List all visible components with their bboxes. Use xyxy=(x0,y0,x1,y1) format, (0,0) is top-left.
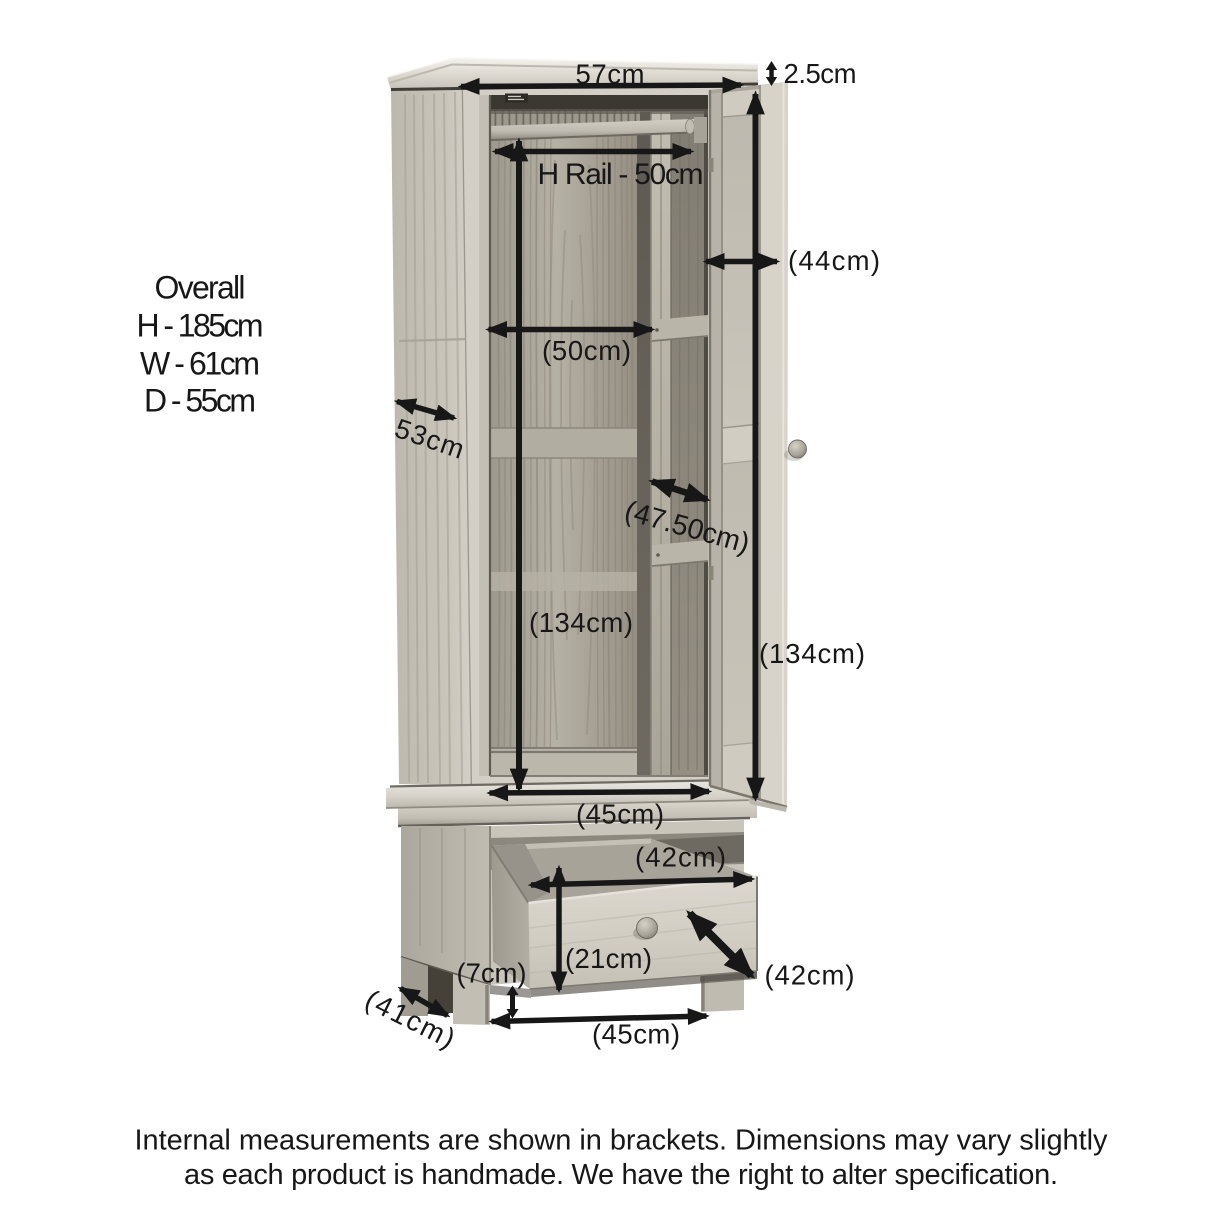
svg-text:H Rail - 50cm: H Rail - 50cm xyxy=(538,158,704,191)
svg-text:W - 61cm: W - 61cm xyxy=(140,346,260,382)
svg-text:(50cm): (50cm) xyxy=(542,335,631,366)
svg-text:2.5cm: 2.5cm xyxy=(784,58,857,89)
svg-text:(42cm): (42cm) xyxy=(635,842,726,873)
svg-text:as each product is handmade. W: as each product is handmade. We have the… xyxy=(184,1159,1058,1191)
svg-text:Overall: Overall xyxy=(155,270,246,306)
svg-text:(134cm): (134cm) xyxy=(759,638,865,669)
svg-text:(45cm): (45cm) xyxy=(592,1019,680,1050)
svg-text:(42cm): (42cm) xyxy=(765,960,855,991)
svg-text:Internal measurements are show: Internal measurements are shown in brack… xyxy=(135,1125,1109,1157)
svg-text:D - 55cm: D - 55cm xyxy=(144,383,256,419)
svg-text:(44cm): (44cm) xyxy=(788,245,880,276)
svg-text:57cm: 57cm xyxy=(576,59,645,90)
svg-text:(134cm): (134cm) xyxy=(529,607,633,638)
svg-text:(21cm): (21cm) xyxy=(565,943,652,974)
svg-text:H - 185cm: H - 185cm xyxy=(137,308,264,344)
svg-text:(7cm): (7cm) xyxy=(457,958,527,989)
svg-text:(45cm): (45cm) xyxy=(576,799,664,830)
